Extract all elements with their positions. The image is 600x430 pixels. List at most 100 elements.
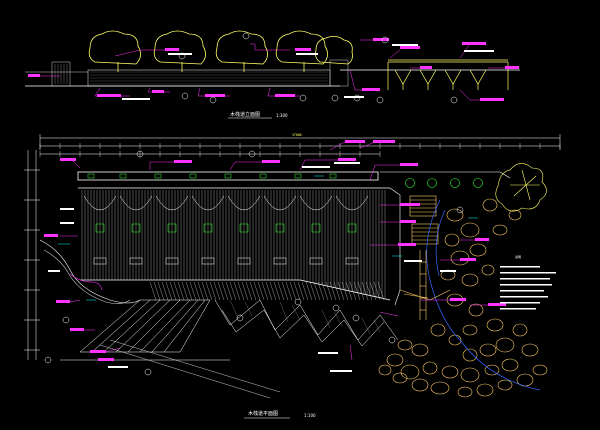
deck-board — [305, 281, 313, 301]
planter-pit — [131, 223, 141, 233]
elevation-tree — [88, 30, 141, 65]
deck-board — [161, 281, 169, 301]
planter-pit — [275, 223, 285, 233]
deck-board — [285, 281, 293, 301]
deck-board — [313, 281, 321, 301]
deck-board — [357, 281, 365, 301]
deck-board — [209, 281, 217, 301]
deck-board — [149, 281, 157, 301]
rock — [460, 222, 480, 238]
elevation-title: 木栈道立面图 — [230, 111, 260, 118]
plan-overall-dim: 37000 — [292, 133, 302, 137]
deck-board — [345, 281, 353, 301]
plan-view: 37000 — [24, 133, 561, 419]
deck-board — [309, 281, 317, 301]
plan-zigzag-hatch — [229, 299, 381, 335]
deck-board — [229, 281, 237, 301]
rock — [430, 381, 450, 395]
bench — [129, 257, 143, 265]
planter-bay — [335, 195, 369, 211]
rock — [422, 361, 438, 375]
planter-bay — [191, 195, 225, 211]
rock — [497, 379, 513, 391]
planter-pit — [203, 223, 213, 233]
deck-board — [333, 281, 341, 301]
rock — [479, 343, 497, 357]
rock — [386, 353, 404, 367]
deck-board — [245, 281, 253, 301]
bench — [273, 257, 287, 265]
deck-board — [213, 281, 221, 301]
rock — [441, 365, 459, 379]
rock — [444, 233, 460, 247]
bench — [237, 257, 251, 265]
plan-planters — [83, 195, 369, 265]
deck-board — [237, 281, 245, 301]
deck-board — [225, 281, 233, 301]
plan-dimension-ticks — [39, 143, 561, 157]
rock — [462, 324, 478, 336]
plan-round-planters — [405, 178, 483, 188]
rock — [392, 372, 408, 384]
rock — [411, 378, 429, 392]
plan-zigzag-platforms — [214, 299, 399, 347]
elevation-tree — [315, 36, 353, 65]
elevation-scale: 1:300 — [276, 113, 288, 118]
plan-ramp — [60, 299, 230, 361]
deck-board — [241, 281, 249, 301]
deck-board — [221, 281, 229, 301]
plan-right-outline — [380, 171, 511, 306]
planter-pit — [167, 223, 177, 233]
deck-board — [293, 281, 301, 301]
planter-bay — [155, 195, 189, 211]
plan-water-edge — [426, 199, 541, 391]
bench — [345, 257, 359, 265]
deck-board — [181, 281, 189, 301]
planter-bay — [83, 195, 117, 211]
deck-board — [297, 281, 305, 301]
rock — [469, 243, 487, 257]
rock — [457, 386, 473, 398]
plan-deck-boards — [81, 190, 386, 301]
deck-board — [205, 281, 213, 301]
notes-block: 说明 — [500, 254, 556, 310]
planter-pit — [239, 223, 249, 233]
deck-board — [217, 281, 225, 301]
deck-board — [185, 281, 193, 301]
rock — [476, 383, 494, 397]
deck-board — [201, 281, 209, 301]
deck-board — [273, 281, 281, 301]
rock — [430, 323, 446, 337]
deck-board — [269, 281, 277, 301]
elevation-label-tags — [28, 38, 519, 101]
elevation-ground — [25, 59, 520, 87]
deck-board — [277, 281, 285, 301]
planter-bay — [227, 195, 261, 211]
bench — [201, 257, 215, 265]
rock — [508, 209, 522, 221]
rock — [446, 208, 464, 222]
deck-board — [189, 281, 197, 301]
elevation-tree — [153, 30, 206, 65]
deck-board — [353, 281, 361, 301]
deck-board — [329, 281, 337, 301]
deck-board — [337, 281, 345, 301]
plan-cyan-marks — [58, 175, 478, 301]
plan-rock-garden — [378, 198, 548, 398]
plan-markers — [44, 150, 464, 376]
notes-heading: 说明 — [515, 254, 521, 259]
deck-board — [233, 281, 241, 301]
plan-large-tree — [495, 163, 547, 212]
deck-board — [321, 281, 329, 301]
elevation-trees — [88, 30, 353, 72]
rock — [378, 364, 392, 376]
rock — [501, 358, 519, 372]
deck-board — [369, 281, 377, 301]
rock — [462, 348, 478, 362]
rock — [481, 264, 495, 276]
rock — [482, 198, 498, 212]
plan-title: 木栈道平面图 — [248, 410, 278, 417]
planter-bay — [263, 195, 297, 211]
